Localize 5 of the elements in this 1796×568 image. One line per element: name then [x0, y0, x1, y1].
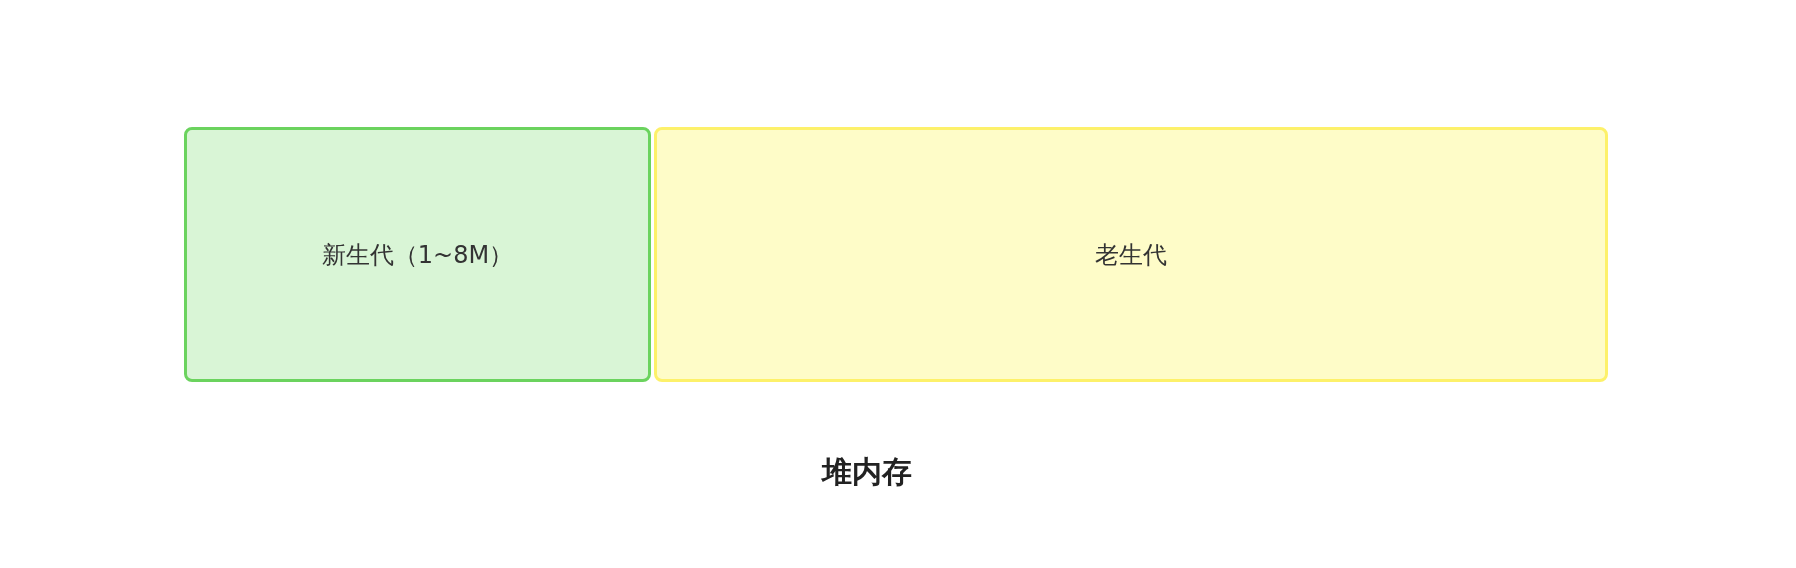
region-label: 老生代 [1095, 239, 1167, 271]
caption: 堆内存 [822, 453, 912, 491]
region-label: 新生代（1~8M） [321, 239, 514, 271]
memory-region-box [654, 127, 1608, 382]
memory-region-box [184, 127, 651, 382]
